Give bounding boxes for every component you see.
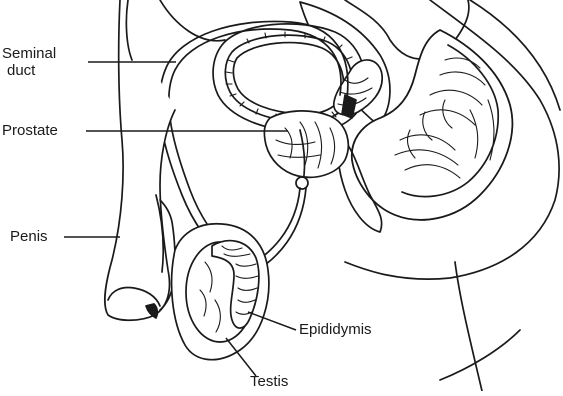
- seminal-duct-label: Seminal duct: [2, 45, 56, 79]
- rectum: [352, 30, 513, 220]
- prostate-label: Prostate: [2, 123, 58, 139]
- seminal-duct-label-line2: duct: [2, 62, 35, 79]
- prostate-gland: [264, 111, 348, 189]
- thigh-outline: [440, 330, 520, 380]
- seminal-duct-label-line1: Seminal: [2, 45, 56, 62]
- penis: [105, 0, 175, 320]
- penis-label: Penis: [10, 229, 48, 245]
- testis-label: Testis: [250, 374, 288, 390]
- epididymis-label: Epididymis: [299, 322, 372, 338]
